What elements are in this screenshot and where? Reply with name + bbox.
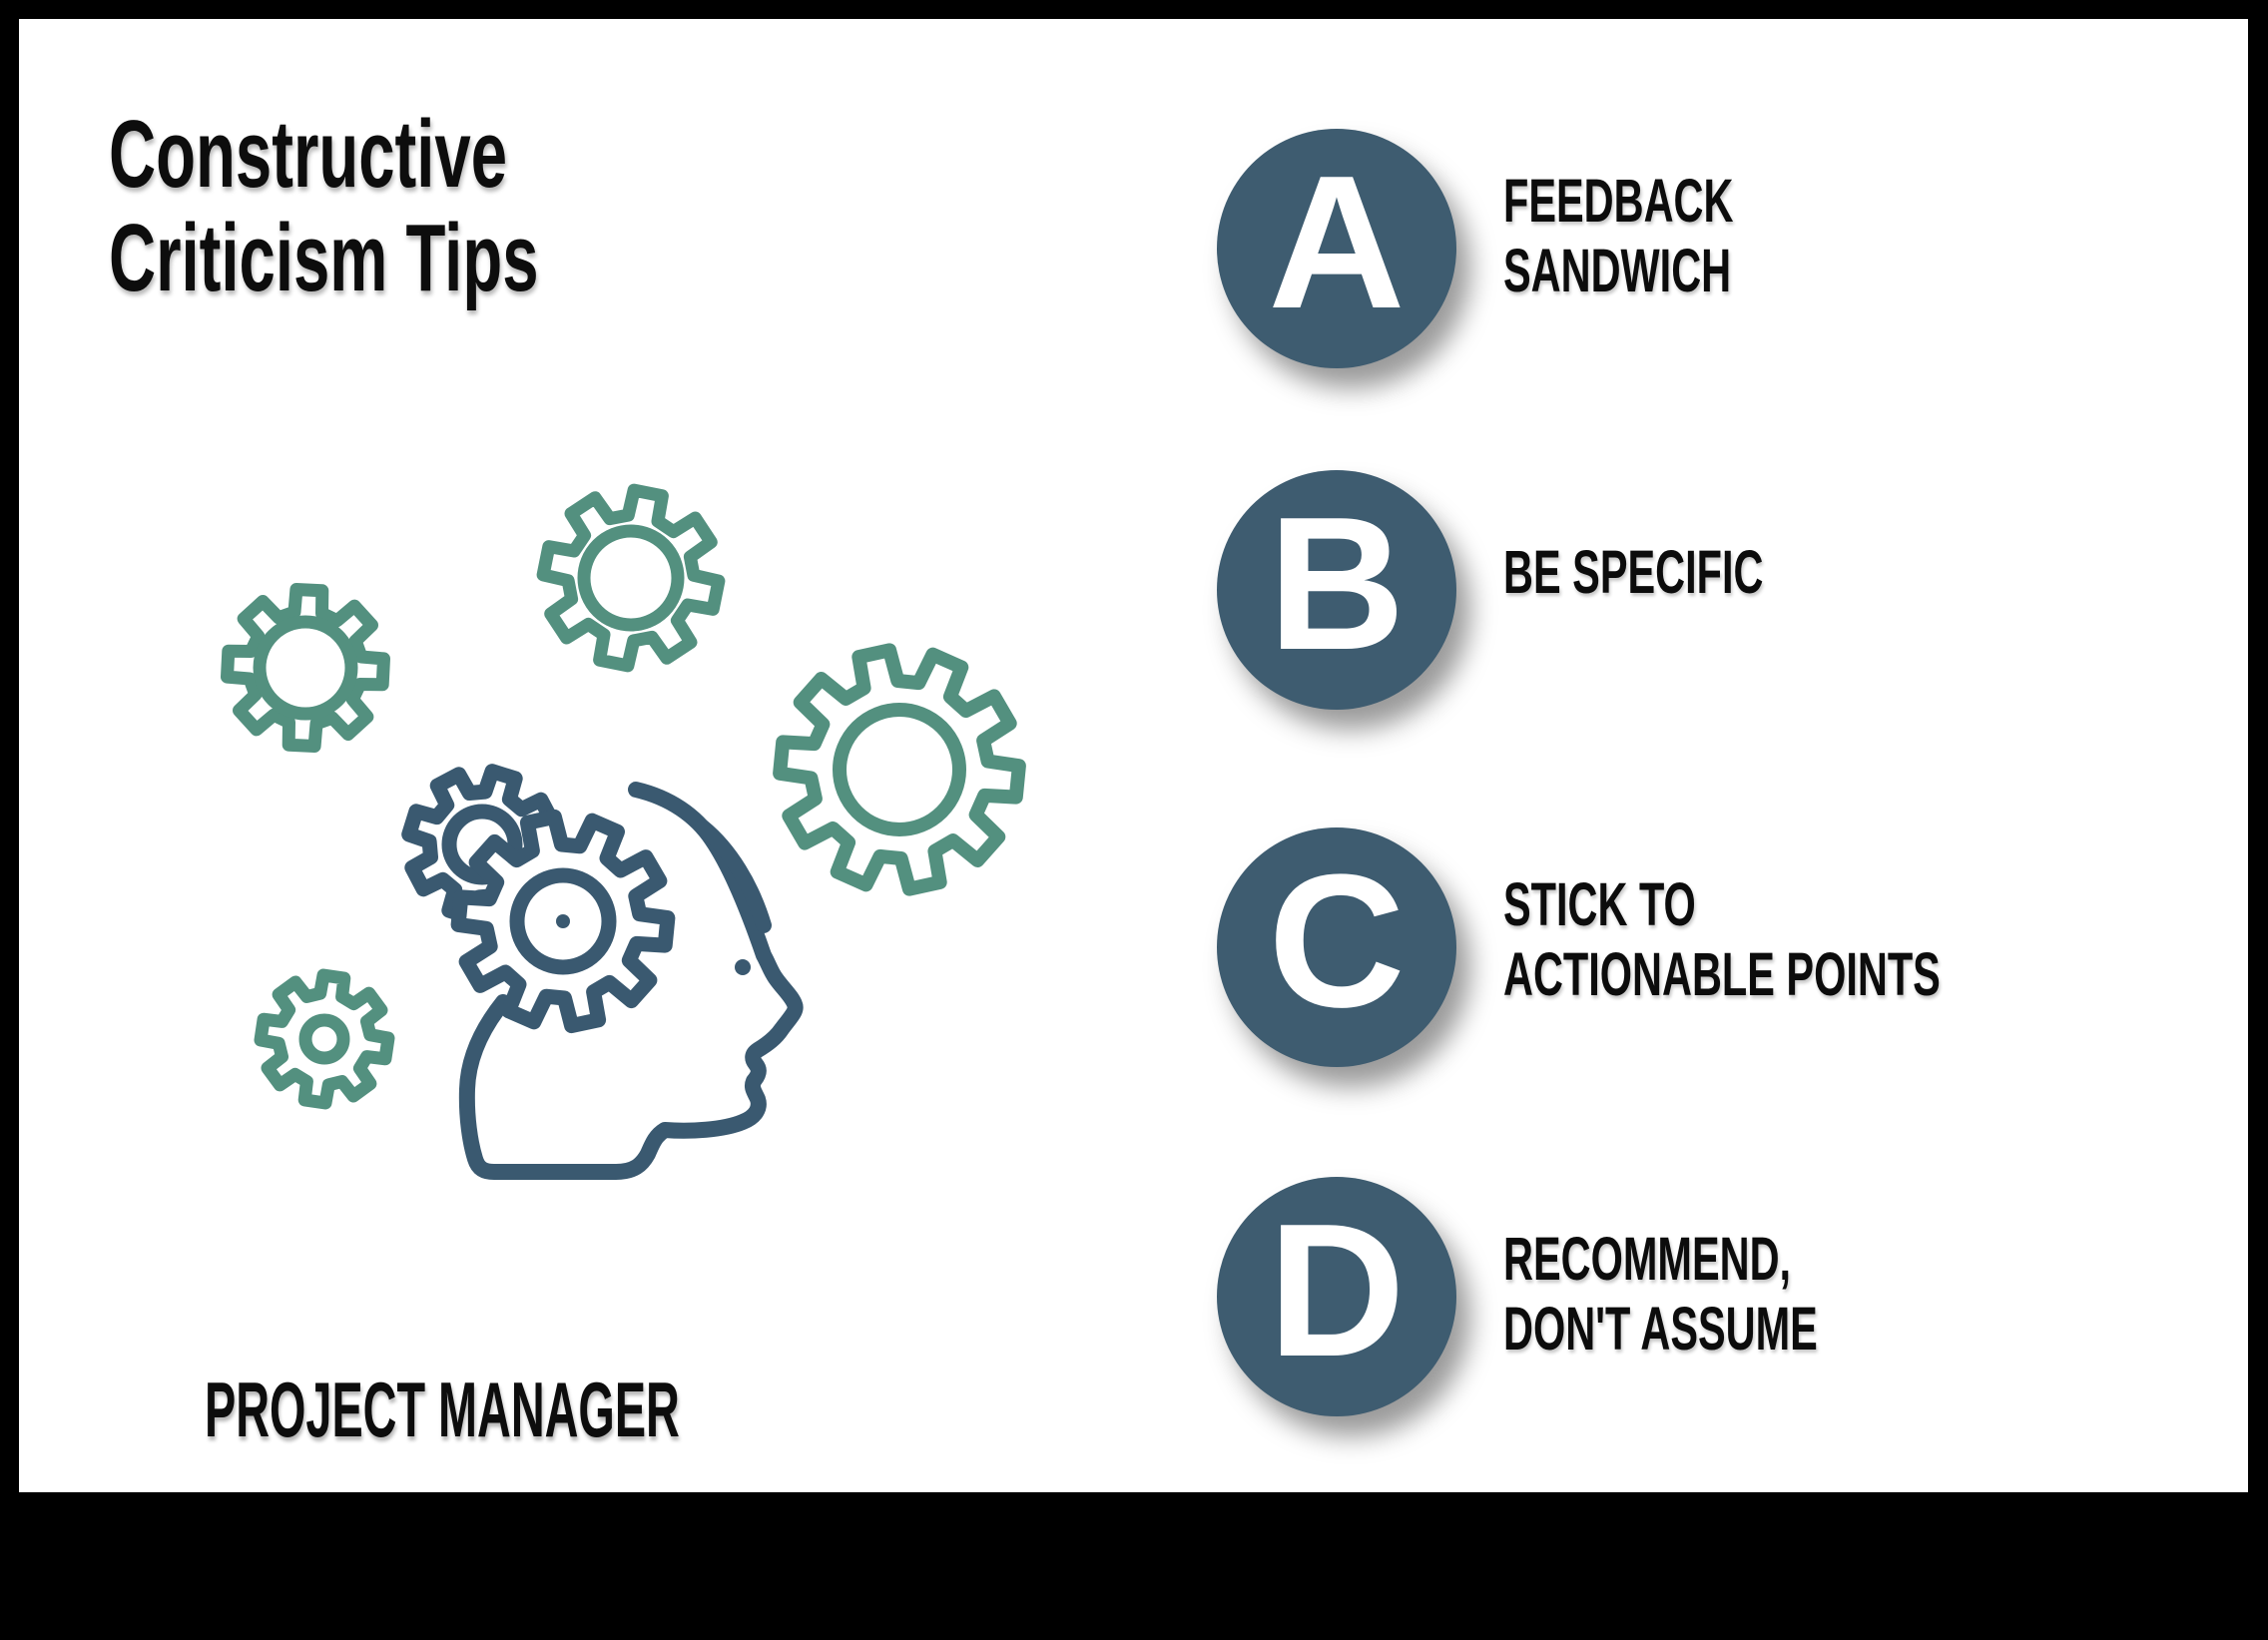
page-title-line2: Criticism Tips: [109, 205, 539, 311]
tip-a-line1: FEEDBACK: [1503, 167, 1734, 235]
gear-icon: [536, 483, 726, 673]
head-profile-icon: [458, 782, 804, 1180]
tip-d-label: RECOMMEND, DON'T ASSUME: [1503, 1224, 1818, 1364]
badge-b-letter: B: [1268, 478, 1406, 690]
page-title: Constructive Criticism Tips: [109, 103, 539, 310]
tip-d-line1: RECOMMEND,: [1503, 1225, 1792, 1293]
badge-d: D: [1217, 1177, 1456, 1416]
role-caption: PROJECT MANAGER: [205, 1366, 680, 1453]
card-background: Constructive Criticism Tips PROJECT MANA…: [19, 19, 2248, 1492]
tip-b-label: BE SPECIFIC: [1503, 537, 1763, 607]
tip-d-line2: DON'T ASSUME: [1503, 1295, 1818, 1363]
brow-inner-line: [695, 820, 772, 933]
tip-a-line2: SANDWICH: [1503, 237, 1732, 304]
head-outline: [458, 782, 804, 1180]
badge-a: A: [1217, 129, 1456, 368]
page-title-line1: Constructive: [109, 101, 508, 208]
tip-a-label: FEEDBACK SANDWICH: [1503, 166, 1733, 305]
gear-icon: [773, 643, 1026, 896]
tip-c-label: STICK TO ACTIONABLE POINTS: [1503, 869, 1941, 1009]
badge-c: C: [1217, 827, 1456, 1067]
gear-icon: [221, 583, 390, 753]
badge-a-letter: A: [1268, 137, 1406, 348]
tip-c-line2: ACTIONABLE POINTS: [1503, 940, 1941, 1008]
head-with-gears-illustration: [221, 483, 1026, 1180]
badge-d-letter: D: [1268, 1185, 1406, 1396]
tip-c-line1: STICK TO: [1503, 870, 1696, 938]
tip-b-line1: BE SPECIFIC: [1503, 538, 1764, 606]
temple-dot: [735, 959, 751, 975]
gear-icon: [254, 968, 395, 1110]
gear-icon: [450, 809, 676, 1034]
badge-c-letter: C: [1268, 835, 1406, 1047]
badge-b: B: [1217, 470, 1456, 710]
